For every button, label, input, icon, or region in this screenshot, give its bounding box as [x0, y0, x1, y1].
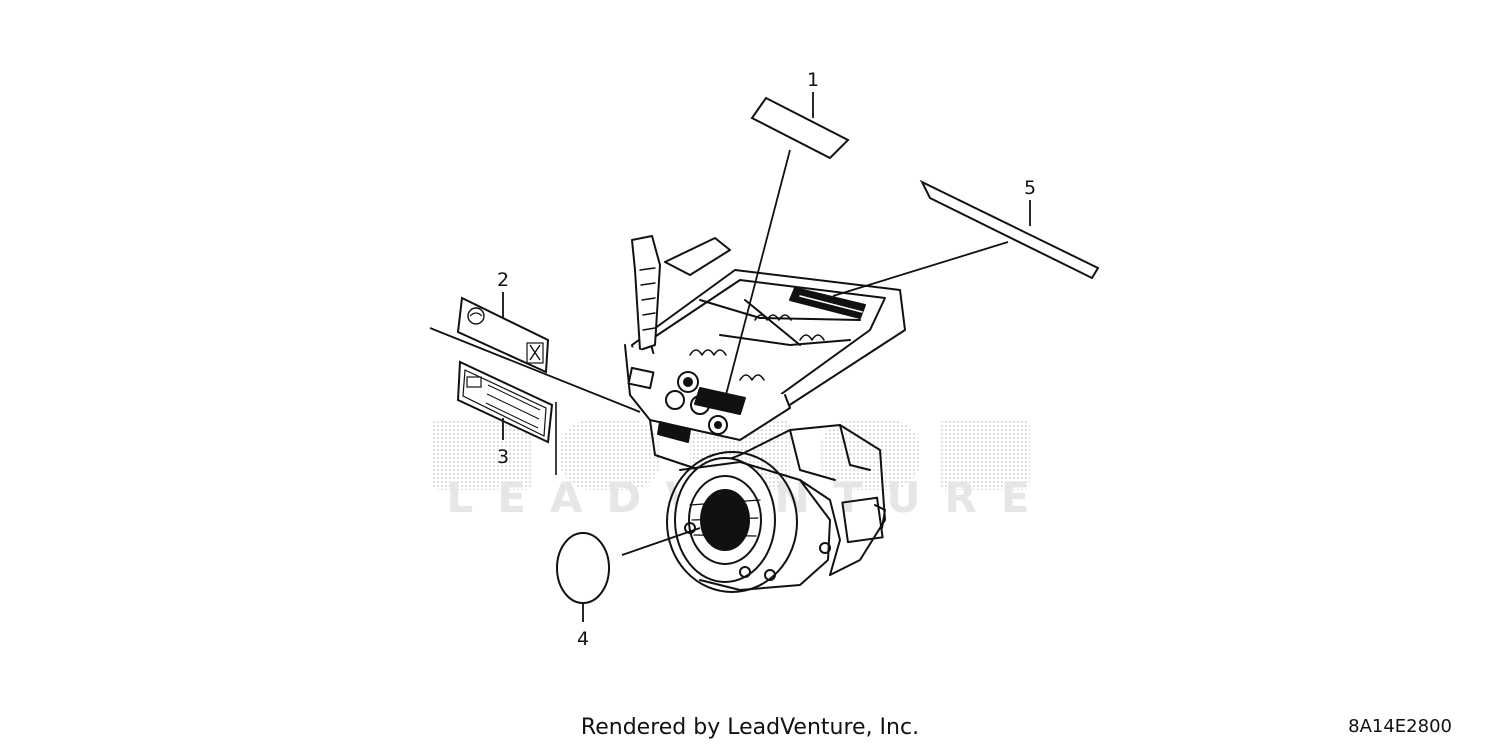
part-2-warning-label [456, 296, 550, 374]
callout-4: 4 [577, 628, 589, 650]
leader-4-to-engine [621, 527, 701, 556]
footer-credit: Rendered by LeadVenture, Inc. [580, 715, 920, 740]
leader-2-to-engine [429, 327, 641, 413]
part-4-emblem [556, 532, 610, 604]
callout-1: 1 [807, 69, 819, 91]
part-1-label-decal [750, 96, 850, 160]
diagram-code: 8A14E2800 [1348, 716, 1452, 737]
part-5-stripe-decal [919, 179, 1100, 280]
callout-3: 3 [497, 446, 509, 468]
leader-lines [429, 92, 1031, 622]
leader-1-to-engine [721, 149, 791, 411]
leader-5-to-engine [832, 241, 1009, 297]
part-3-info-label [456, 360, 557, 475]
callout-5: 5 [1024, 177, 1036, 199]
generator-assembly [624, 235, 906, 593]
callout-2: 2 [497, 269, 509, 291]
